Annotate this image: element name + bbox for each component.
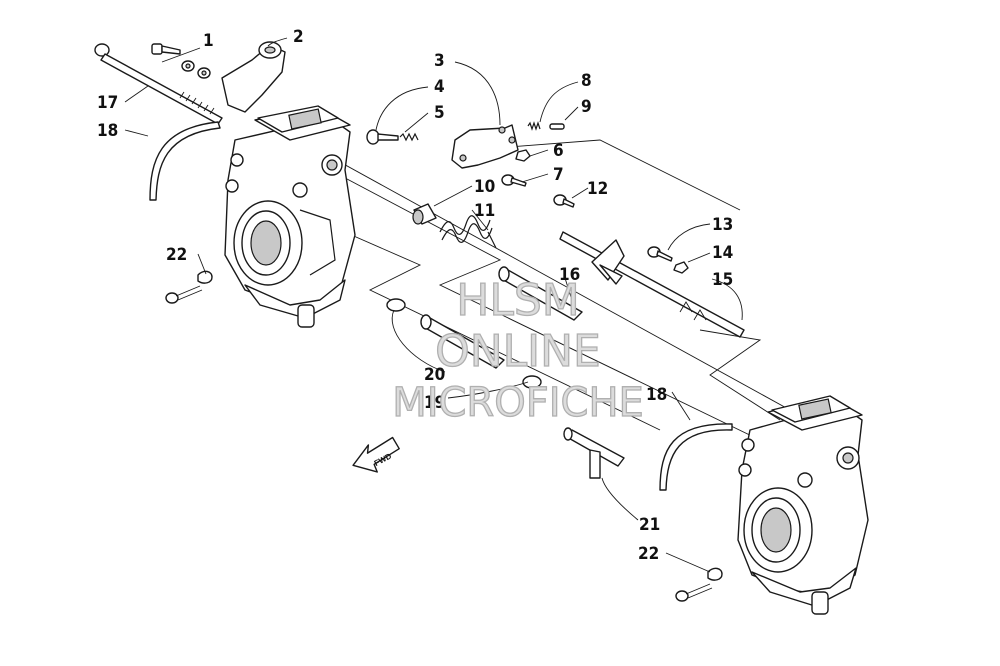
part-17-long-bolt [94,43,223,125]
callout-21: 21 [639,515,660,535]
part-14-nut [673,261,689,274]
callout-14: 14 [712,243,733,263]
part-11-return-spring [439,215,497,249]
part-5-spring [399,132,419,142]
callout-2: 2 [293,27,304,47]
watermark-line-1: HLSM [456,275,580,326]
watermark-line-2: ONLINE [435,326,601,377]
part-20-hose [420,314,505,369]
watermark: HLSM ONLINE MICROFICHE [392,274,645,426]
part-15-throttle-shaft [559,231,745,338]
callout-labels: 1 2 3 4 5 6 7 8 9 10 11 12 13 14 15 16 1… [97,27,733,564]
part-4-screw [366,129,399,145]
callout-22-left: 22 [166,245,187,265]
callout-20: 20 [424,365,445,385]
part-22-screw-left [165,270,213,304]
callout-7: 7 [553,165,564,185]
right-carburetor [737,395,869,615]
part-10-bushing [412,203,437,225]
part-9-screw [549,123,565,130]
part-19-hose-clamps [386,298,542,389]
left-carburetor [224,105,356,328]
part-7-screw [501,174,527,187]
callout-17: 17 [97,93,118,113]
part-1-screw-washers [151,43,211,79]
part-18-vent-hose-right [659,423,733,491]
callout-19: 19 [424,393,445,413]
callout-16: 16 [559,265,580,285]
forward-direction-arrow: FWD [352,436,400,473]
watermark-line-3: MICROFICHE [392,380,644,426]
part-8-spring [527,121,541,131]
part-6-nut [515,149,531,162]
part-16-hose [498,266,583,321]
callout-3: 3 [434,51,445,71]
callout-1: 1 [203,31,214,51]
part-12-screw [553,194,575,208]
part-3-throttle-bracket [451,124,519,169]
callout-18-left: 18 [97,121,118,141]
callout-8: 8 [581,71,592,91]
part-22-screw-right [675,567,723,602]
part-2-cable-bracket [221,41,286,113]
callout-9: 9 [581,97,592,117]
callout-5: 5 [434,103,445,123]
callout-6: 6 [553,141,564,161]
callout-22-right: 22 [638,544,659,564]
part-18-vent-hose-left [149,121,221,201]
part-21-t-fitting [563,427,625,479]
callout-4: 4 [434,77,445,97]
callout-11: 11 [474,201,495,221]
part-13-screw [647,246,673,262]
callout-12: 12 [587,179,608,199]
callout-18-right: 18 [646,385,667,405]
callout-10: 10 [474,177,495,197]
callout-13: 13 [712,215,733,235]
callout-15: 15 [712,270,733,290]
leader-lines [124,37,743,573]
